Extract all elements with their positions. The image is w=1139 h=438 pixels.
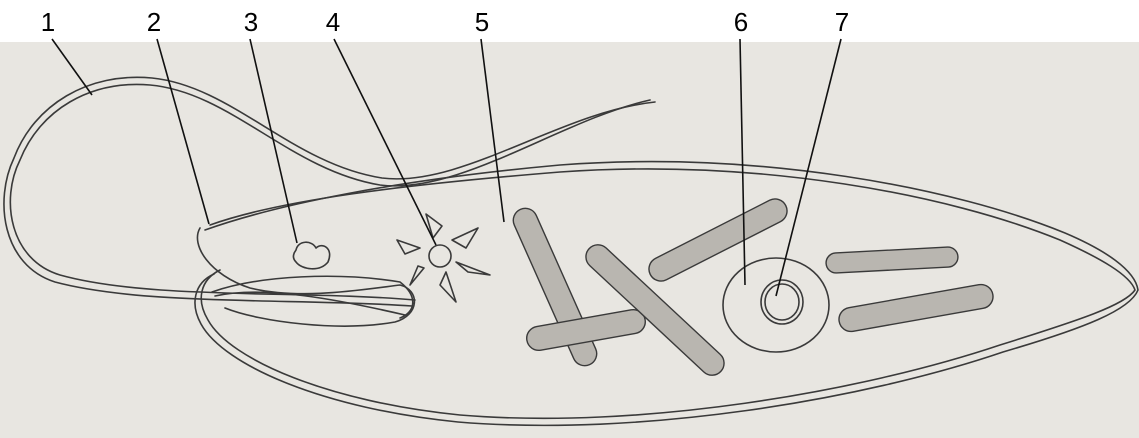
label-2: 2 bbox=[147, 7, 161, 37]
label-4: 4 bbox=[326, 7, 340, 37]
label-5: 5 bbox=[475, 7, 489, 37]
paper-background bbox=[0, 42, 1139, 438]
label-1: 1 bbox=[41, 7, 55, 37]
label-6: 6 bbox=[734, 7, 748, 37]
label-7: 7 bbox=[835, 7, 849, 37]
label-3: 3 bbox=[244, 7, 258, 37]
labels: 1 2 3 4 5 6 7 bbox=[41, 7, 849, 37]
